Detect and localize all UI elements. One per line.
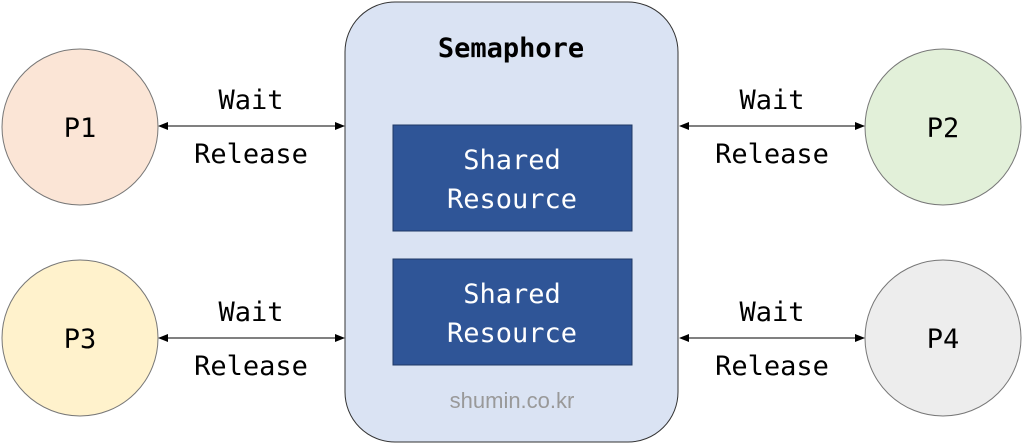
- shared-resource-2-line1: Shared: [463, 279, 561, 310]
- process-p1-label: P1: [64, 113, 97, 144]
- process-p2: [864, 48, 1022, 206]
- wait-label-p4: Wait: [739, 297, 804, 328]
- shared-resource-1-line1: Shared: [463, 145, 561, 176]
- shared-resource-box-2: [392, 258, 633, 366]
- process-p2-label: P2: [927, 113, 960, 144]
- wait-label-p3: Wait: [218, 297, 283, 328]
- shared-resource-box-1: [392, 124, 633, 232]
- shared-resource-1-line2: Resource: [447, 184, 577, 215]
- release-label-p2: Release: [715, 139, 829, 170]
- shared-resource-2-line2: Resource: [447, 318, 577, 349]
- release-label-p3: Release: [194, 351, 308, 382]
- release-label-p1: Release: [194, 139, 308, 170]
- watermark: shumin.co.kr: [450, 388, 575, 413]
- process-p4: [864, 259, 1022, 417]
- semaphore-title: Semaphore: [438, 33, 584, 64]
- wait-label-p1: Wait: [218, 85, 283, 116]
- process-p4-label: P4: [927, 324, 960, 355]
- process-p3-label: P3: [64, 324, 97, 355]
- release-label-p4: Release: [715, 351, 829, 382]
- wait-label-p2: Wait: [739, 85, 804, 116]
